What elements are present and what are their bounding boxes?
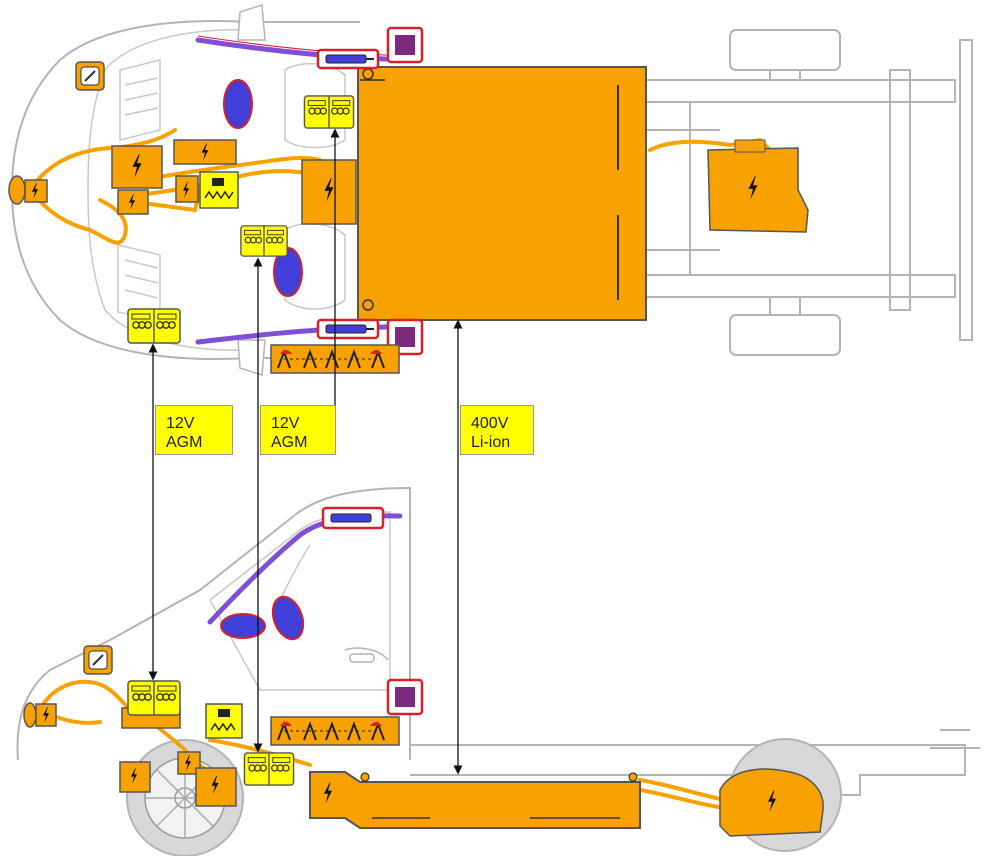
airbag-passenger-side [271,595,305,641]
agm-battery-seat-top [240,225,288,257]
gas-strut-icon [321,506,385,530]
agm-battery-front-side [127,680,181,716]
label-voltage: 12V [271,415,300,432]
hv-rear-unit-side [719,768,824,837]
pretensioner-unit-side [386,678,424,716]
hv-rear-unit-top [707,147,809,233]
label-type: AGM [271,434,308,451]
hv-battery-side [309,771,641,829]
control-unit-icon [205,703,243,739]
fuse-icon [83,645,113,675]
control-unit-icon [199,171,239,209]
label-voltage: 400V [471,415,509,432]
gas-strut-icon [316,48,380,70]
callout-arrows [148,128,463,775]
airbag-driver-top [223,79,253,129]
top-hv-cabling [28,128,772,245]
curtain-airbag-side [207,513,403,625]
label-400v-li-ion: 400V Li-ion [460,405,534,455]
agm-battery-rear-top [303,95,355,129]
pretensioner-unit-top-upper [386,26,424,64]
top-chassis-frame [644,29,973,356]
label-type: Li-ion [471,434,511,451]
pretensioner-icon [270,716,400,746]
hv-component-box-3 [117,189,149,215]
hv-motor-front-side [23,702,37,728]
label-voltage: 12V [166,415,195,432]
hv-battery-top [357,66,647,321]
fuse-icon [75,61,105,91]
label-12v-agm-seat: 12V AGM [260,405,336,455]
label-12v-agm-front: 12V AGM [155,405,233,455]
top-view [8,4,973,376]
agm-battery-front-top [127,308,181,344]
hv-motor-front-top [8,175,26,205]
hv-component-box-5 [301,159,357,225]
gas-strut-icon [316,318,380,340]
agm-battery-seat-side [243,752,295,786]
side-view [16,486,980,856]
airbag-passenger-top [273,247,303,297]
side-cab-outline [16,486,411,761]
label-type: AGM [166,434,203,451]
